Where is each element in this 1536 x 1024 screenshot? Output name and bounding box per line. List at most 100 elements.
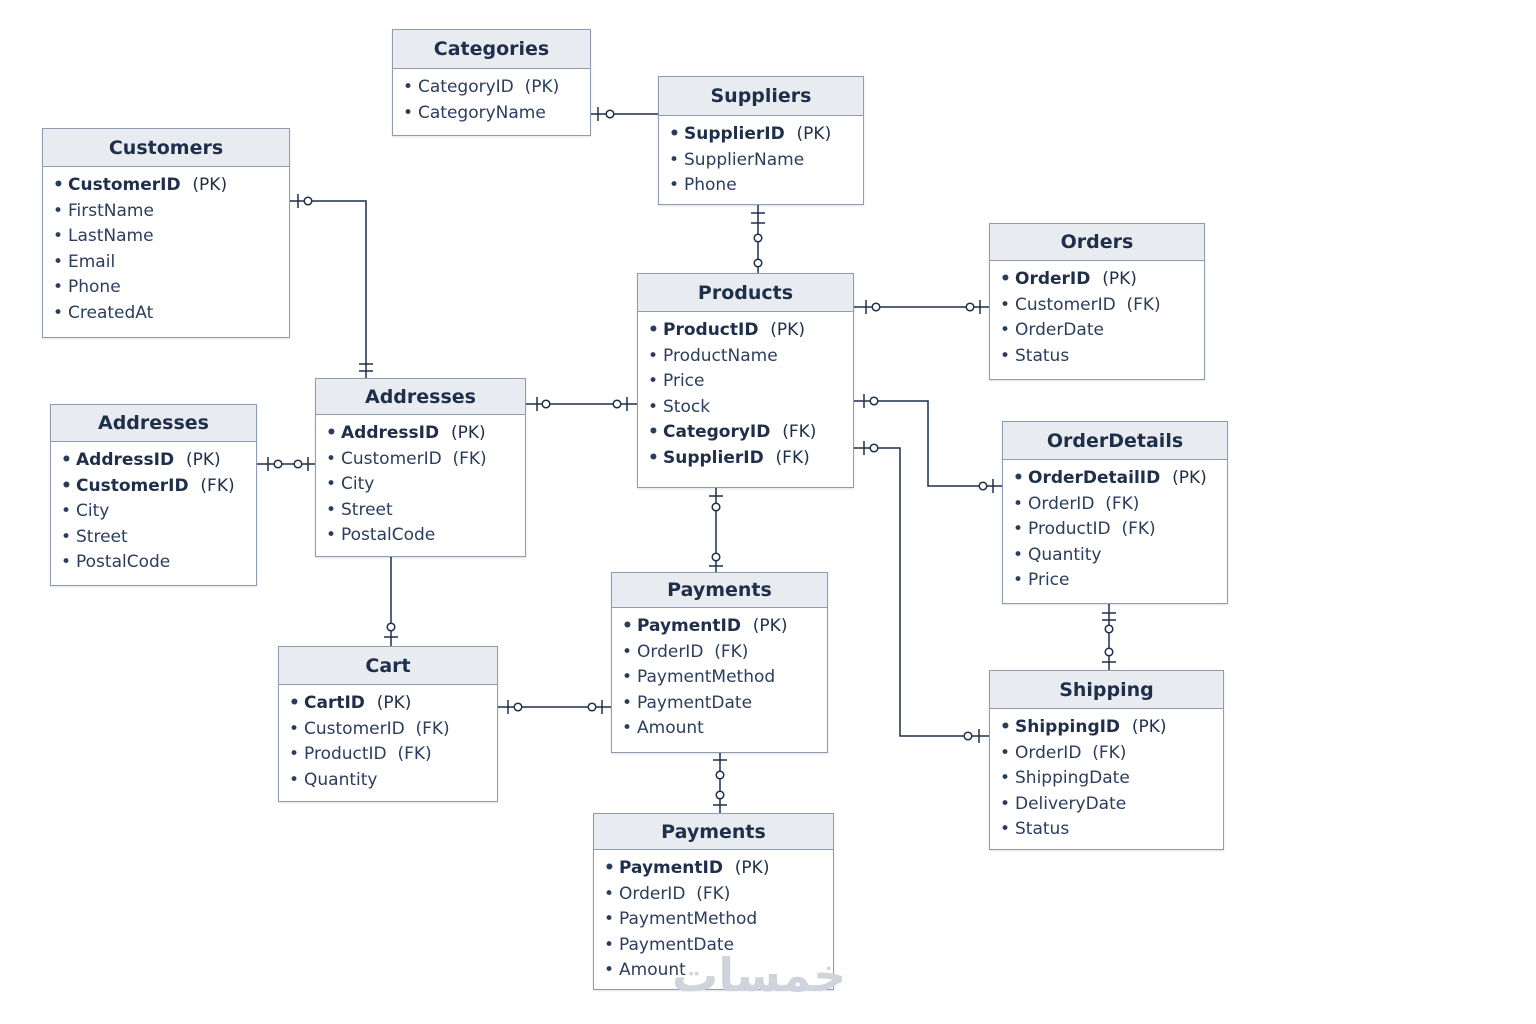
relationship-line [854,447,989,737]
attribute-row: ProductID (FK) [289,742,497,768]
attribute-name: CustomerID [1015,294,1116,315]
attribute-name: ShippingDate [1015,768,1130,789]
attribute-list: CartID (PK)CustomerID (FK)ProductID (FK)… [279,685,497,793]
attribute-list: ProductID (PK)ProductNamePriceStockCateg… [638,312,853,472]
attribute-name: CustomerID [68,175,181,195]
attribute-row: PostalCode [326,523,525,549]
attribute-name: CustomerID [304,718,405,739]
attribute-name: Amount [619,960,686,981]
cardinality-circle [753,233,763,243]
attribute-name: Amount [637,718,704,739]
attribute-name: Price [1028,570,1070,591]
entity-orders: Orders OrderID (PK)CustomerID (FK)OrderD… [989,223,1205,380]
attribute-list: AddressID (PK)CustomerID (FK)CityStreetP… [51,442,256,576]
attribute-name: DeliveryDate [1015,793,1127,814]
entity-shipping: Shipping ShippingID (PK) OrderID (FK)Ship… [989,670,1224,850]
attribute-row: SupplierName [669,148,863,174]
entity-title: Payments [612,573,827,608]
attribute-key-tag: (FK) [397,744,432,765]
attribute-row: Phone [669,173,863,199]
attribute-name: Price [663,371,705,392]
attribute-row: CustomerID (FK) [61,474,256,500]
attribute-row: PaymentDate [604,933,833,959]
attribute-name: Phone [68,277,121,298]
attribute-list: OrderDetailID (PK)OrderID (FK)ProductID … [1003,460,1227,594]
entity-payments-lower: Payments PaymentID (PK)OrderID (FK)Payme… [593,813,834,990]
entity-addresses-main: Addresses AddressID (PK)CustomerID (FK)C… [315,378,526,557]
attribute-row: OrderID (FK) [1000,741,1223,767]
attribute-key-tag: (PK) [376,693,412,713]
attribute-row: SupplierID (PK) [669,122,863,148]
attribute-row: CategoryID (FK) [648,420,853,446]
attribute-row: AddressID (PK) [326,421,525,447]
attribute-row: Stock [648,395,853,421]
attribute-row: PaymentDate [622,691,827,717]
cardinality-circle [753,258,763,268]
attribute-name: PaymentID [619,858,723,878]
attribute-name: PaymentMethod [619,909,758,930]
attribute-key-tag: (FK) [1121,519,1156,540]
attribute-row: PaymentID (PK) [622,614,827,640]
entity-products: Products ProductID (PK)ProductNamePriceS… [637,273,854,488]
attribute-row: Price [1013,568,1227,594]
entity-customers: Customers CustomerID (PK)FirstNameLastNa… [42,128,290,338]
attribute-key-tag: (PK) [1131,717,1167,737]
entity-title: Products [638,274,853,312]
attribute-list: ShippingID (PK) OrderID (FK)ShippingDateD… [990,709,1223,843]
attribute-key-tag: (PK) [450,423,486,443]
attribute-name: AddressID [76,450,175,470]
attribute-name: ProductName [663,345,778,366]
attribute-row: ProductName [648,344,853,370]
entity-title: Orders [990,224,1204,261]
attribute-row: ShippingDate [1000,766,1223,792]
attribute-row: SupplierID (FK) [648,446,853,472]
attribute-row: Quantity [289,768,497,794]
attribute-name: Status [1015,819,1070,840]
attribute-row: OrderDate [1000,318,1204,344]
cardinality-circle [612,399,622,409]
cardinality-circle [1104,647,1114,657]
attribute-name: ShippingID [1015,717,1121,737]
attribute-name: OrderID [637,641,704,662]
relationship-line [290,200,367,378]
attribute-key-tag: (FK) [1105,493,1140,514]
attribute-row: ProductID (PK) [648,318,853,344]
entity-title: Addresses [51,405,256,442]
cardinality-circle [1104,624,1114,634]
attribute-name: PostalCode [341,525,436,546]
attribute-name: PaymentID [637,616,741,636]
attribute-key-tag: (PK) [524,77,560,97]
entity-payments-upper: Payments PaymentID (PK)OrderID (FK)Payme… [611,572,828,753]
attribute-key-tag: (FK) [452,448,487,469]
attribute-key-tag: (FK) [415,718,450,739]
cardinality-circle [965,302,975,312]
attribute-row: Status [1000,817,1223,843]
attribute-list: CategoryID (PK)CategoryName [393,69,590,126]
attribute-row: City [61,499,256,525]
cardinality-circle [715,770,725,780]
attribute-row: OrderID (FK) [1013,492,1227,518]
attribute-name: Email [68,251,116,272]
cardinality-circle [963,731,973,741]
cardinality-circle [587,702,597,712]
attribute-name: City [341,474,375,495]
attribute-key-tag: (PK) [734,858,770,878]
entity-orderdetails: OrderDetails OrderDetailID (PK)OrderID (… [1002,421,1228,604]
attribute-name: Status [1015,345,1070,366]
attribute-row: Street [326,498,525,524]
attribute-name: PaymentDate [619,934,735,955]
attribute-row: Status [1000,344,1204,370]
attribute-row: CategoryID (PK) [403,75,590,101]
attribute-key-tag: (PK) [1102,269,1137,289]
attribute-name: Quantity [1028,544,1102,565]
entity-title: Categories [393,30,590,69]
attribute-row: LastName [53,224,289,250]
attribute-name: OrderID [619,883,686,904]
attribute-name: Street [341,499,393,520]
entity-title: Shipping [990,671,1223,709]
attribute-list: PaymentID (PK)OrderID (FK)PaymentMethodP… [594,850,833,984]
entity-title: OrderDetails [1003,422,1227,460]
entity-title: Customers [43,129,289,167]
entity-categories: Categories CategoryID (PK)CategoryName [392,29,591,136]
